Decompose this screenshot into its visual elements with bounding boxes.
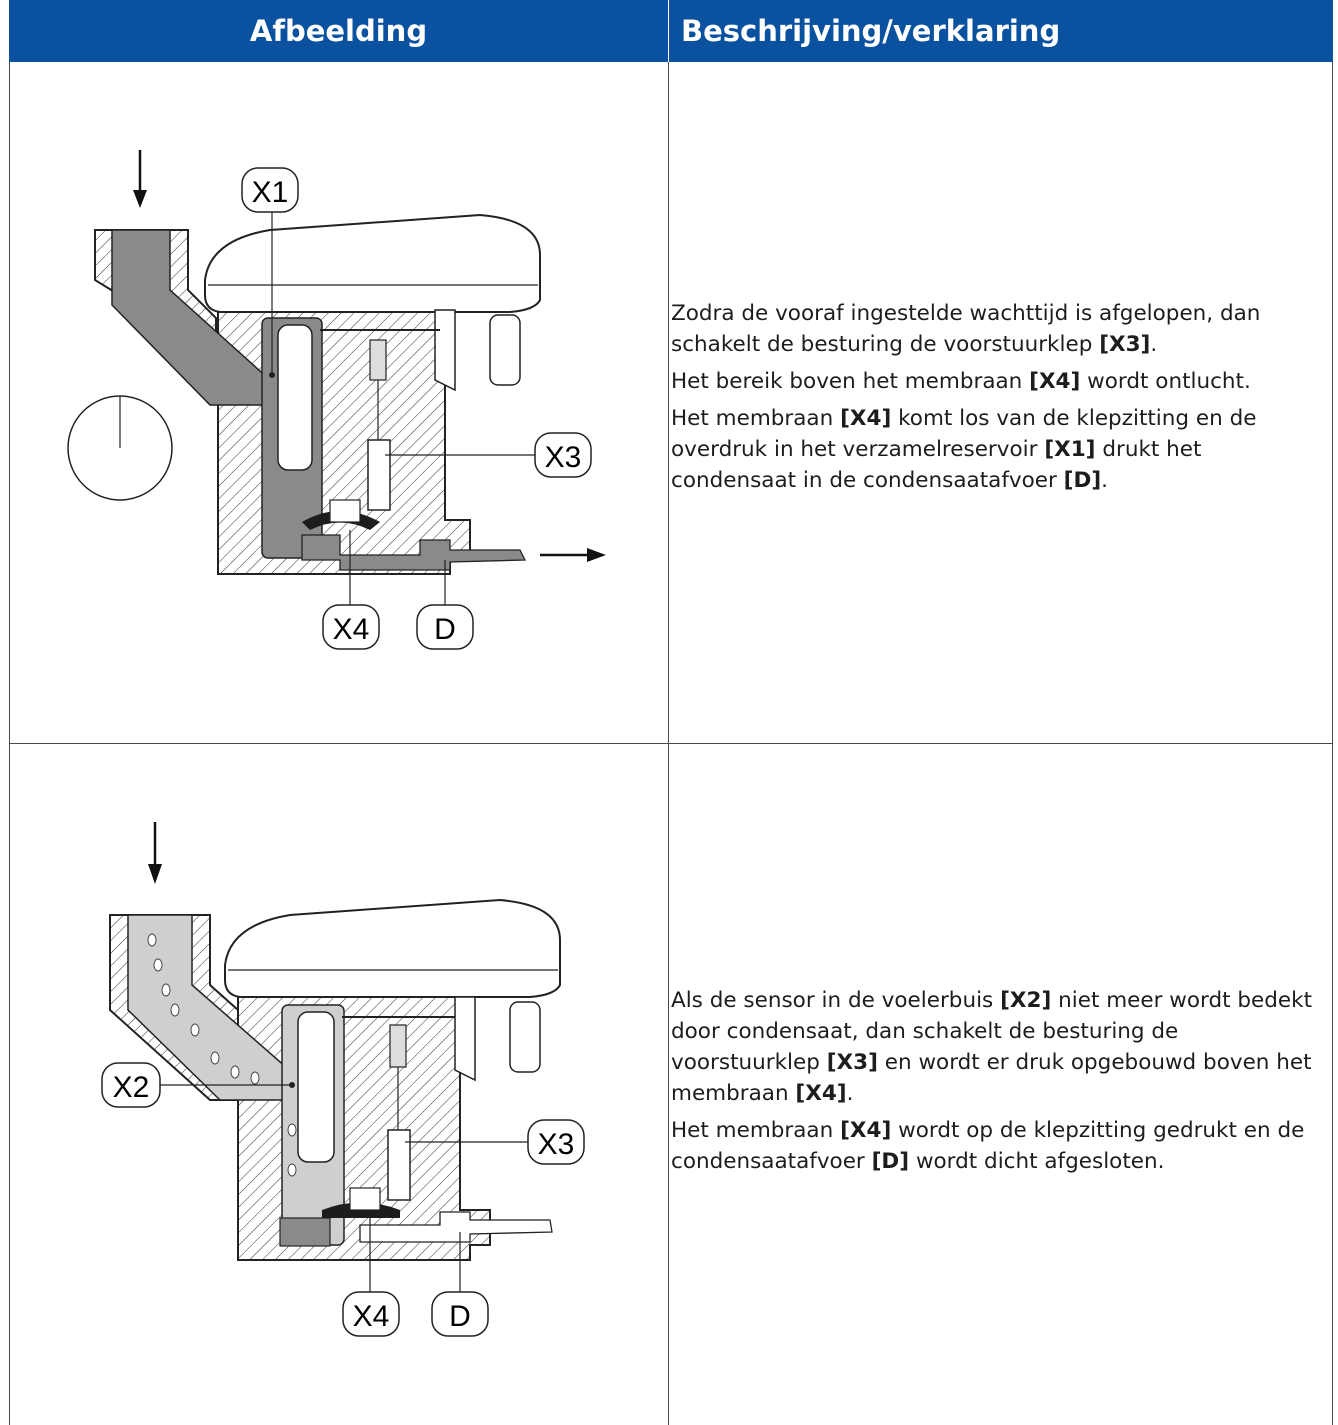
component-reference: [X4] [840, 1118, 892, 1143]
component-reference: [X1] [1044, 437, 1096, 462]
row1-paragraph: Zodra de vooraf ingestelde wachttijd is … [671, 298, 1321, 360]
label-d: D [434, 613, 456, 646]
instruction-table: Afbeelding Beschrijving/verklaring [9, 0, 1333, 1425]
label-d: D [449, 1300, 471, 1333]
label-x2: X2 [113, 1071, 150, 1104]
outlet-channel [301, 534, 527, 571]
sensor-tube [297, 1011, 335, 1163]
header-separator [668, 0, 669, 62]
text-run: . [1150, 332, 1158, 357]
row1-paragraph: Het membraan [X4] komt los van de klepzi… [671, 403, 1321, 496]
text-run: Zodra de vooraf ingestelde wachttijd is … [671, 301, 1261, 357]
text-run: . [1101, 468, 1109, 493]
component-reference: [X4] [840, 406, 892, 431]
component-reference: [D] [871, 1149, 910, 1174]
text-run: Het membraan [671, 1118, 841, 1143]
row1-description: Zodra de vooraf ingestelde wachttijd is … [671, 298, 1321, 502]
pilot-valve [387, 1129, 411, 1201]
row2-description: Als de sensor in de voelerbuis [X2] niet… [671, 985, 1321, 1183]
label-x1: X1 [252, 176, 289, 209]
drain-valve-closed-diagram: X2 X3 X4 D [101, 822, 585, 1337]
component-reference: [X4] [795, 1081, 847, 1106]
text-run: Het membraan [671, 406, 841, 431]
text-run: wordt ontlucht. [1080, 369, 1251, 394]
row1-paragraph: Het bereik boven het membraan [X4] wordt… [671, 366, 1321, 397]
label-x3: X3 [538, 1128, 575, 1161]
component-reference: [D] [1063, 468, 1102, 493]
valve-housing [217, 307, 471, 575]
text-run: en wordt er druk opgebouwd boven het mem… [671, 1050, 1312, 1106]
text-run: niet meer wordt bedekt door condensaat, … [671, 988, 1313, 1075]
pilot-valve [367, 439, 391, 511]
text-run: komt los van de klepzitting en de overdr… [671, 406, 1257, 462]
text-run: Het bereik boven het membraan [671, 369, 1030, 394]
row2-paragraph: Het membraan [X4] wordt op de klepzittin… [671, 1115, 1321, 1177]
text-run: drukt het condensaat in de condensaatafv… [671, 437, 1202, 493]
text-run: wordt dicht afgesloten. [909, 1149, 1165, 1174]
valve-cover [204, 213, 541, 313]
sensor-tube [277, 324, 313, 471]
label-x4: X4 [333, 613, 370, 646]
label-x3: X3 [545, 441, 582, 474]
text-run: . [846, 1081, 854, 1106]
component-reference: [X3] [1099, 332, 1151, 357]
label-x4: X4 [353, 1300, 390, 1333]
component-reference: [X4] [1029, 369, 1081, 394]
text-run: wordt op de klepzitting gedrukt en de co… [671, 1118, 1305, 1174]
header-image-column: Afbeelding [9, 0, 668, 62]
header-description-column: Beschrijving/verklaring [669, 0, 1333, 62]
valve-cover [224, 898, 561, 998]
table-row-divider [9, 743, 1333, 744]
component-reference: [X3] [826, 1050, 878, 1075]
row2-paragraph: Als de sensor in de voelerbuis [X2] niet… [671, 985, 1321, 1109]
text-run: Als de sensor in de voelerbuis [671, 988, 1001, 1013]
component-reference: [X2] [1000, 988, 1052, 1013]
drain-valve-open-diagram: X1 X3 X4 D [67, 150, 606, 650]
outlet-channel [359, 1211, 553, 1243]
